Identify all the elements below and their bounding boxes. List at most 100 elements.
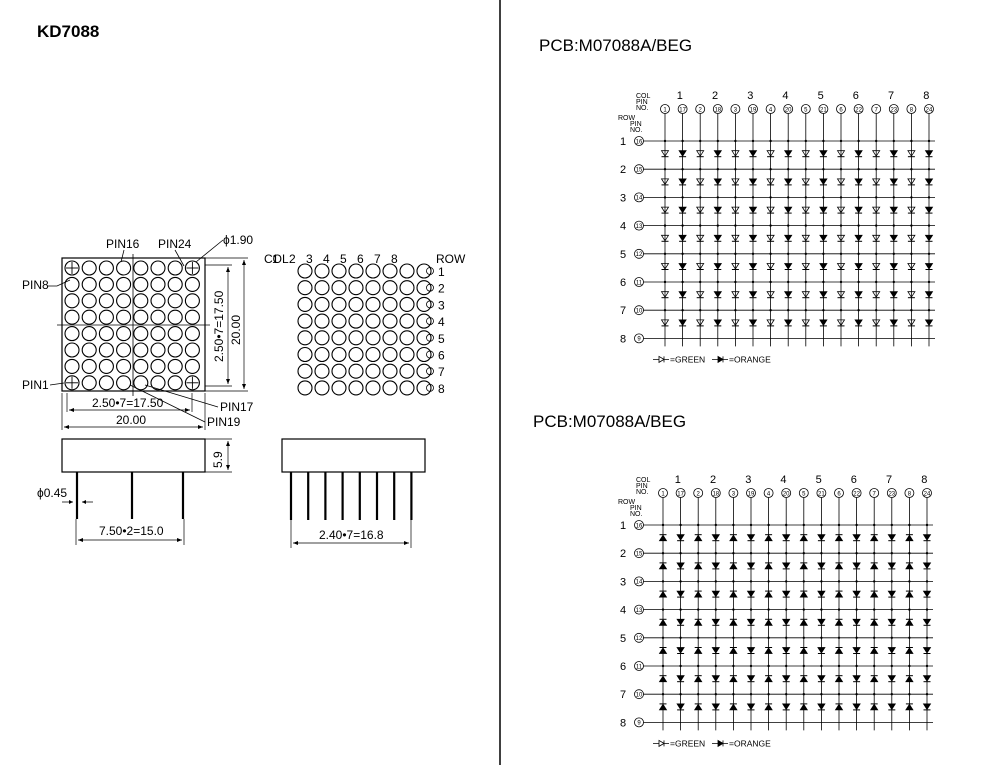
diode-orange <box>711 552 721 570</box>
col-number: 5 <box>818 90 824 102</box>
row-number: 7 <box>620 689 626 701</box>
dim-width: 20.00 <box>116 413 146 427</box>
led-dot <box>416 280 432 296</box>
diode-orange <box>817 636 826 654</box>
col-pin-number: 4 <box>767 491 771 497</box>
diode-orange <box>922 664 932 683</box>
led-dot <box>331 380 347 396</box>
diode-green <box>907 168 916 186</box>
led-dot <box>64 326 80 342</box>
led-dot <box>184 276 200 292</box>
row-pin-number: 13 <box>636 224 643 230</box>
diode-green <box>869 693 879 711</box>
front-view-drawing: PIN16 PIN24 PIN8 PIN1 PIN17 PIN19 ϕ1.90 … <box>22 233 254 430</box>
diode-green <box>834 580 844 598</box>
row-number: 8 <box>620 333 626 345</box>
schematic-title-2: PCB:M07088A/BEG <box>533 412 686 431</box>
col-row-led-grid <box>297 263 434 396</box>
col-pin-number: 18 <box>714 107 721 113</box>
led-dot <box>382 380 398 396</box>
diode-green <box>695 280 705 299</box>
col-pin-number: 21 <box>818 491 825 497</box>
diode-green <box>871 224 881 242</box>
diode-orange <box>852 693 861 711</box>
led-dot <box>81 309 97 325</box>
diode-orange <box>713 280 723 299</box>
led-dot <box>297 363 313 379</box>
diode-orange <box>748 224 758 242</box>
row-pin-number: 14 <box>636 580 643 586</box>
col-number: 2 <box>289 252 296 266</box>
diode-orange <box>922 636 932 654</box>
diode-green <box>871 139 881 158</box>
diode-green <box>693 636 703 654</box>
led-dot <box>382 313 398 329</box>
col-pin-number: 22 <box>855 107 862 113</box>
col-number: 3 <box>306 252 313 266</box>
col-pin-number: 17 <box>679 107 686 113</box>
diode-orange <box>887 693 897 711</box>
diode-green <box>693 580 703 598</box>
diode-green <box>729 693 738 711</box>
diode-orange <box>678 168 687 186</box>
led-dot <box>365 263 381 279</box>
led-dot <box>116 309 132 325</box>
diode-green <box>764 580 773 598</box>
led-dot <box>348 380 364 396</box>
led-dot <box>331 263 347 279</box>
diode-green <box>764 693 773 711</box>
diode-orange <box>713 139 723 158</box>
header-row-no: NO. <box>630 127 643 134</box>
led-dot <box>314 280 330 296</box>
diode-green <box>799 664 809 683</box>
col-pin-number: 3 <box>734 107 738 113</box>
diode-orange <box>783 224 793 242</box>
diode-orange <box>783 309 793 327</box>
led-dot <box>348 363 364 379</box>
col-pin-number: 5 <box>804 107 808 113</box>
led-dot <box>297 280 313 296</box>
diode-green <box>799 580 809 598</box>
row-number: 2 <box>438 282 445 296</box>
col-number: 3 <box>747 90 753 102</box>
col-number: 5 <box>340 252 347 266</box>
diode-green <box>731 280 740 299</box>
led-dot <box>331 313 347 329</box>
diode-green <box>799 552 809 570</box>
led-dot <box>167 342 183 358</box>
diode-orange <box>817 608 826 626</box>
label-pin24: PIN24 <box>158 237 192 251</box>
row-pin-number: 13 <box>636 608 643 614</box>
row-number: 2 <box>620 164 626 176</box>
row-number: 6 <box>438 349 445 363</box>
header-row-pin: PIN <box>630 121 642 128</box>
diode-orange <box>746 664 756 683</box>
led-dot <box>98 309 114 325</box>
diode-green <box>834 523 844 542</box>
led-dot <box>116 293 132 309</box>
led-dot <box>116 260 132 276</box>
led-dot <box>297 346 313 363</box>
header-no: NO. <box>636 489 649 496</box>
led-dot <box>348 346 364 363</box>
row-number: 3 <box>620 192 626 204</box>
col-number: 8 <box>921 474 927 486</box>
diode-green <box>905 636 914 654</box>
header-row: ROW <box>618 115 636 122</box>
led-dot <box>150 260 166 276</box>
diode-green <box>764 523 773 542</box>
diode-green <box>693 664 703 683</box>
row-number: 6 <box>620 277 626 289</box>
row-pin-number: 10 <box>636 309 643 315</box>
diode-orange <box>711 693 721 711</box>
diode-green <box>801 224 811 242</box>
led-dot <box>382 280 398 296</box>
diode-orange <box>889 139 899 158</box>
diode-orange <box>676 693 685 711</box>
legend-orange-label: =ORANGE <box>729 354 771 364</box>
row-pin-number: 12 <box>636 636 643 642</box>
diode-green <box>660 196 670 214</box>
col-pin-number: 22 <box>853 491 860 497</box>
side-view-right: 2.40•7=16.8 <box>281 438 426 548</box>
